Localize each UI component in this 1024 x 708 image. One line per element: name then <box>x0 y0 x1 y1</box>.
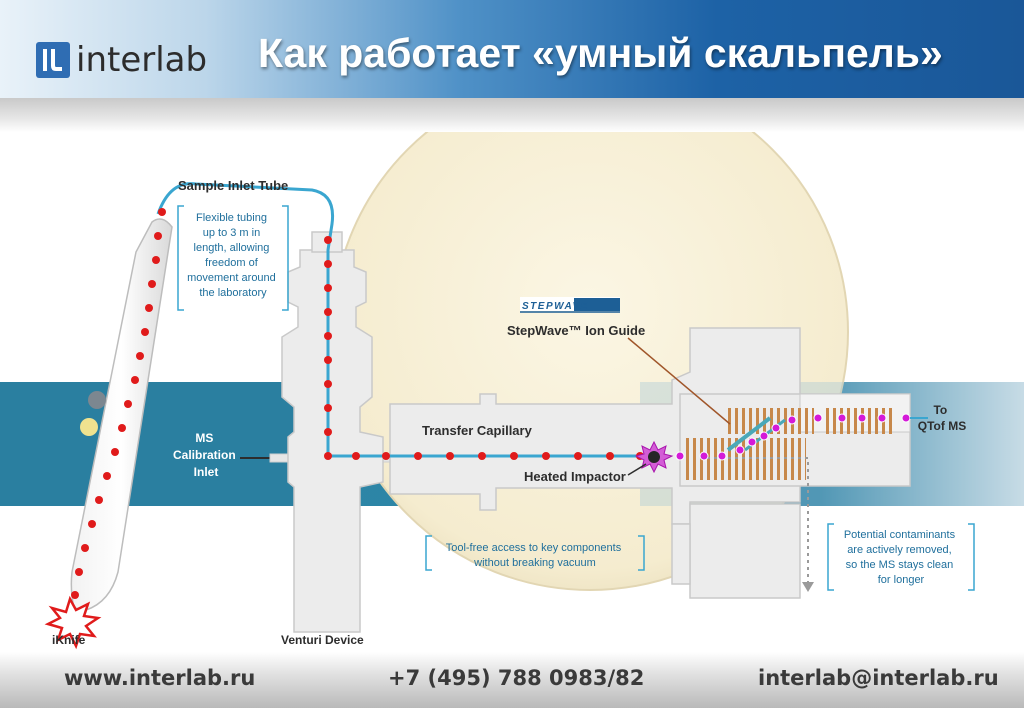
label-stepwave-ion-guide: StepWave™ Ion Guide <box>507 323 645 338</box>
logo-text: interlab <box>76 40 208 80</box>
header-bar <box>0 0 1024 98</box>
spark-icon <box>44 595 102 650</box>
interlab-logo-icon <box>36 42 70 78</box>
label-transfer-capillary: Transfer Capillary <box>422 423 533 438</box>
label-sample-inlet-tube: Sample Inlet Tube <box>178 178 288 193</box>
page-title: Как работает «умный скальпель» <box>258 30 943 76</box>
sample-inlet-tube <box>156 182 650 458</box>
logo: interlab <box>36 38 207 82</box>
footer-email[interactable]: interlab@interlab.ru <box>758 666 999 690</box>
ion-flow-dots <box>675 413 911 461</box>
bracket-tool-free <box>425 535 645 571</box>
note-tool-free: Tool-free access to key components witho… <box>446 542 625 569</box>
stepwave-logo: STEPWAVE <box>520 297 620 313</box>
iknife-diagram: Sample Inlet Tube Flexible tubing up to … <box>0 132 1024 650</box>
venturi-device <box>281 231 384 633</box>
note-contaminants: Potential contaminants are actively remo… <box>844 529 958 586</box>
label-venturi-device: Venturi Device <box>281 633 364 647</box>
note-flexible-tubing: Flexible tubing up to 3 m in length, all… <box>187 212 279 299</box>
label-heated-impactor: Heated Impactor <box>524 469 626 484</box>
stepwave-logo-text: STEPWAVE <box>522 301 589 312</box>
footer-bar: www.interlab.ru +7 (495) 788 0983/82 int… <box>0 652 1024 708</box>
label-ms-calibration-inlet: MS Calibration Inlet <box>173 431 239 479</box>
label-to-qtof: To QTof MS <box>918 403 966 433</box>
footer-website[interactable]: www.interlab.ru <box>64 666 256 690</box>
header-shadow-band <box>0 98 1024 132</box>
bracket-flexible-tubing <box>177 205 289 311</box>
footer-phone: +7 (495) 788 0983/82 <box>388 666 645 690</box>
label-iknife: iKnife <box>52 633 86 647</box>
heated-impactor-ball <box>648 451 660 463</box>
contaminant-path <box>700 457 809 584</box>
bracket-contaminants <box>827 523 975 591</box>
